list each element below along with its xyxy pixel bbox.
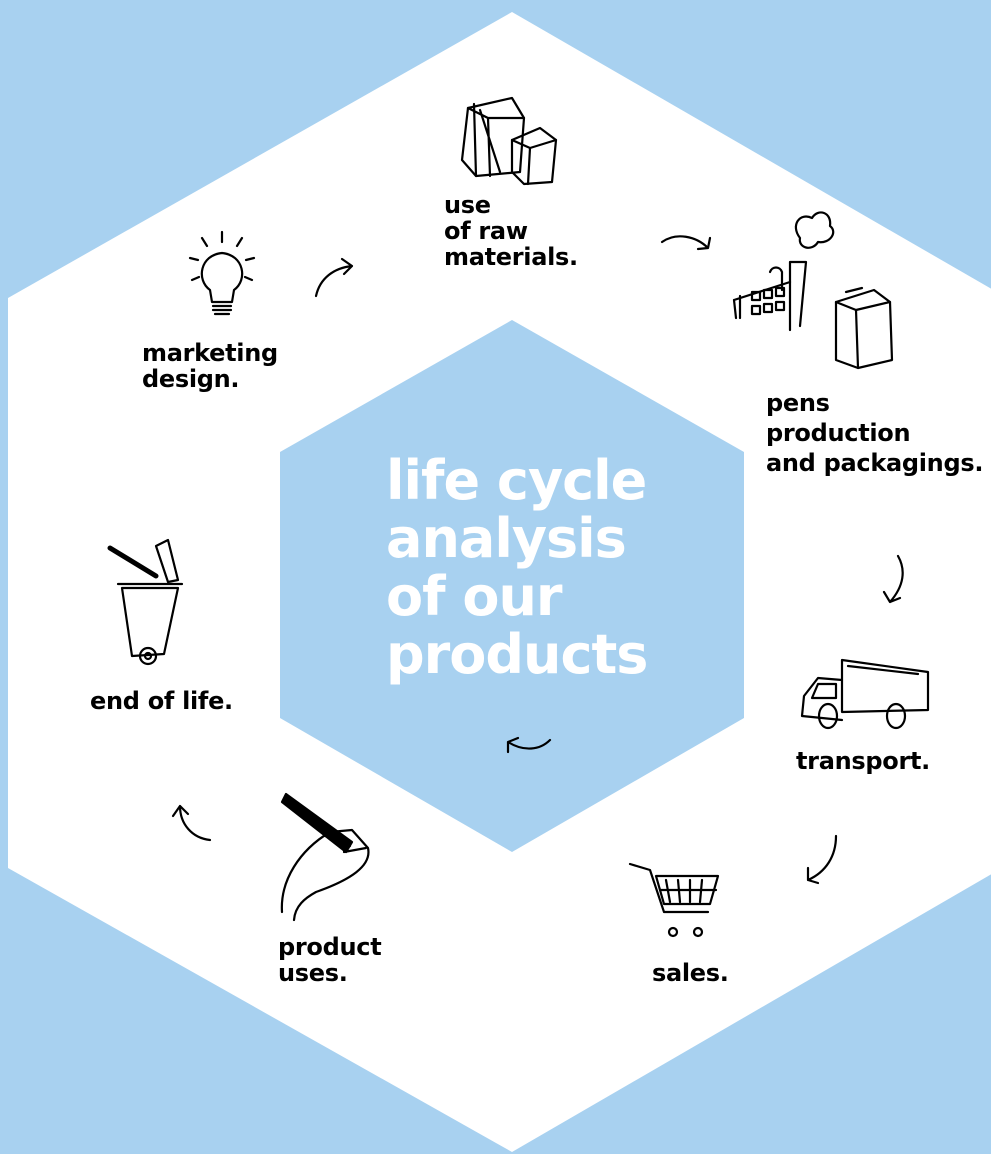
- truck-icon: [800, 658, 930, 730]
- stage-label-raw-materials: use of raw materials.: [444, 191, 578, 271]
- title-line: of our: [386, 565, 563, 628]
- hand-holding-pen-icon: [280, 792, 370, 922]
- stage-label-marketing-design: marketing design.: [142, 339, 278, 393]
- trash-bin-with-pens-icon: [107, 538, 184, 666]
- diagram-title: life cycle analysis of our products: [386, 449, 648, 686]
- factory-and-carton-icon: [732, 211, 894, 370]
- lightbulb-icon: [188, 230, 256, 316]
- inner-hexagon: [280, 320, 744, 852]
- title-line: life cycle: [386, 449, 647, 512]
- stage-label-product-uses: product uses.: [278, 933, 382, 987]
- stage-label-end-of-life: end of life.: [90, 687, 233, 715]
- title-line: analysis: [386, 507, 627, 570]
- stage-label-sales: sales.: [652, 959, 729, 987]
- cycle-arrows: [171, 235, 904, 885]
- raw-materials-blocks-icon: [460, 96, 558, 186]
- stage-label-production: pens production and packagings.: [766, 389, 984, 477]
- title-line: products: [386, 623, 648, 686]
- stage-label-transport: transport.: [796, 747, 930, 775]
- shopping-cart-icon: [628, 862, 720, 938]
